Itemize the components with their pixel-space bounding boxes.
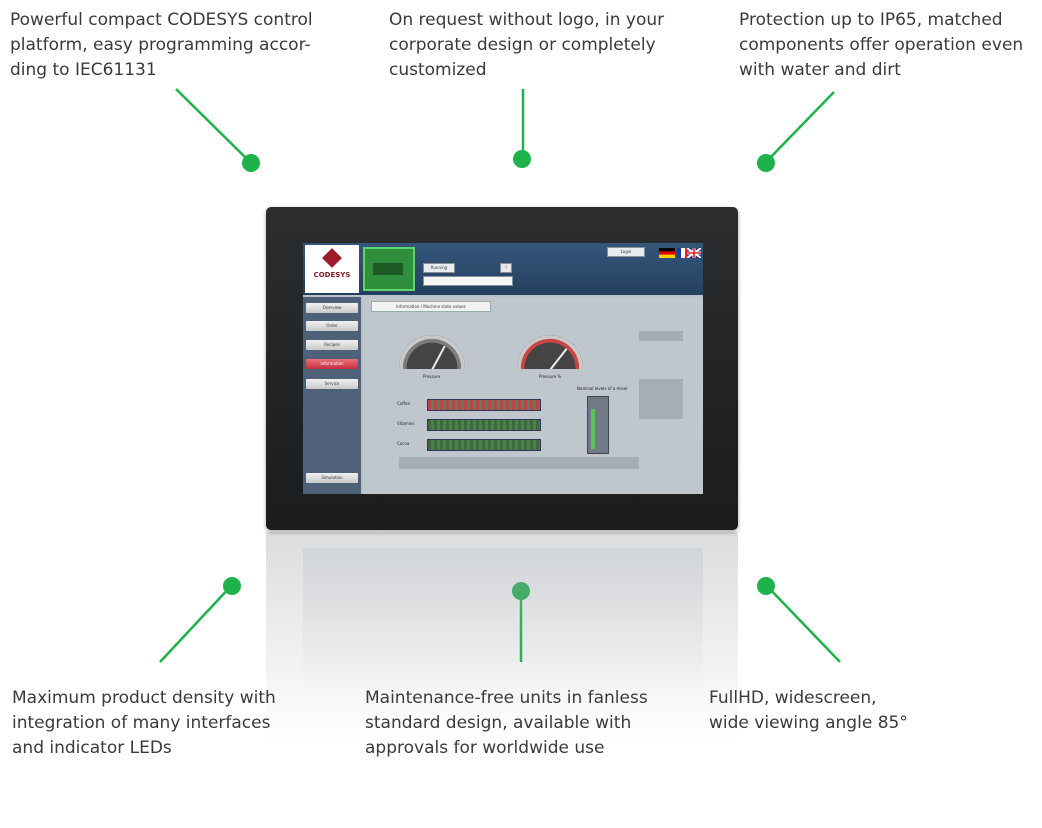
callout-top-center: On request without logo, in your corpora… <box>389 10 665 80</box>
uk-flag-icon[interactable] <box>687 248 701 258</box>
callout-dot-top-left <box>242 154 260 172</box>
connector-line-top-right <box>765 91 835 163</box>
german-flag-icon[interactable] <box>659 248 675 258</box>
codesys-logo: CODESYS <box>305 245 359 293</box>
hmi-header: CODESYS Running ! Login <box>303 243 703 295</box>
callout-bottom-center: Maintenance-free units in fanless standa… <box>365 688 648 758</box>
sidebar-item-simulation[interactable]: Simulation <box>306 473 358 483</box>
side-panel <box>639 379 683 419</box>
device-reflection <box>266 532 738 742</box>
scale-label-cocoa: Cocoa <box>397 441 410 446</box>
tank-label: Nominal levels of a mixer <box>577 386 628 391</box>
callout-dot-bottom-right <box>757 577 775 595</box>
scale-bar-vitamins <box>427 419 541 431</box>
callout-top-right: Protection up to IP65, matched component… <box>739 10 1024 80</box>
pipe-panel <box>399 457 639 469</box>
plc-device-image <box>363 247 415 291</box>
logo-mark-icon <box>322 248 342 268</box>
callout-dot-top-center <box>513 150 531 168</box>
sidebar-item-order[interactable]: Order <box>306 321 358 331</box>
logo-text: CODESYS <box>313 271 351 279</box>
pressure-percent-gauge <box>517 335 583 369</box>
callout-bottom-right: FullHD, widescreen, wide viewing angle 8… <box>709 688 908 733</box>
scale-label-vitamins: Vitamins <box>397 421 415 426</box>
callout-dot-bottom-left <box>223 577 241 595</box>
sidebar-item-overview[interactable]: Overview <box>306 303 358 313</box>
callout-bottom-left: Maximum product density with integration… <box>12 688 276 758</box>
tank-level-indicator <box>587 396 609 454</box>
gauge-label-left: Pressure <box>423 374 441 379</box>
sidebar-item-service[interactable]: Service <box>306 379 358 389</box>
status-field <box>423 276 513 286</box>
callout-dot-bottom-center <box>512 582 530 600</box>
hmi-screen: CODESYS Running ! Login Overview Order R… <box>303 243 703 494</box>
connector-line-top-left <box>175 88 251 163</box>
login-button[interactable]: Login <box>607 247 645 257</box>
running-button[interactable]: Running <box>423 263 455 273</box>
screen-reflection <box>303 548 703 698</box>
hmi-sidebar: Overview Order Recipes Information Servi… <box>303 297 361 494</box>
side-panel <box>639 331 683 341</box>
alarm-icon[interactable]: ! <box>500 263 512 273</box>
callout-top-left: Powerful compact CODESYS control platfor… <box>10 10 313 80</box>
tab-information[interactable]: Information / Machine state values <box>371 301 491 312</box>
pressure-gauge <box>399 335 465 369</box>
sidebar-item-information[interactable]: Information <box>306 359 358 369</box>
scale-label-coffee: Coffee <box>397 401 410 406</box>
connector-line-bottom-right <box>765 584 841 663</box>
sidebar-item-recipes[interactable]: Recipes <box>306 340 358 350</box>
connector-line-bottom-left <box>159 584 233 663</box>
gauge-label-right: Pressure % <box>539 374 562 379</box>
hmi-content: Information / Machine state values Press… <box>363 297 703 494</box>
scale-bar-cocoa <box>427 439 541 451</box>
callout-dot-top-right <box>757 154 775 172</box>
scale-bar-coffee <box>427 399 541 411</box>
